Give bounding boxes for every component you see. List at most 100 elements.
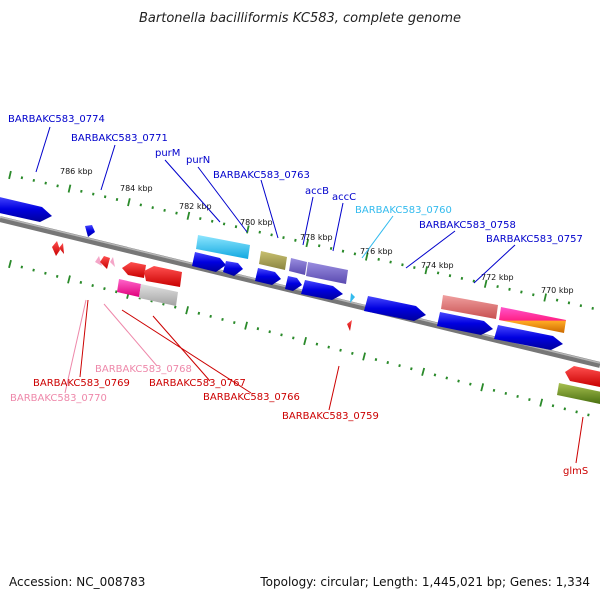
label-barbakc583_0769[interactable]: BARBAKC583_0769	[33, 378, 130, 389]
inner-tick	[268, 330, 271, 334]
leader-0760	[361, 215, 394, 259]
outer-tick	[305, 238, 310, 248]
label-barbakc583_0759[interactable]: BARBAKC583_0759	[282, 411, 379, 422]
inner-tick	[410, 367, 413, 371]
label-glms[interactable]: glmS	[563, 466, 588, 477]
kbp-label-770: 770 kbp	[541, 286, 574, 295]
gene-barbakc583_0763-b[interactable]	[255, 268, 281, 285]
gene-purm[interactable]	[192, 252, 226, 272]
gene-barbakc583_0770[interactable]	[95, 256, 102, 266]
label-purm[interactable]: purM	[155, 148, 180, 159]
leader-purn	[197, 166, 248, 233]
inner-tick	[339, 348, 342, 352]
gene-accc[interactable]	[306, 262, 348, 284]
outer-tick	[80, 189, 83, 193]
inner-tick	[185, 306, 189, 315]
outer-tick	[579, 304, 583, 308]
gene-barbakc583_0766-pink[interactable]	[117, 279, 141, 297]
gene-barbakc583_0766[interactable]	[139, 284, 178, 306]
label-barbakc583_0758[interactable]: BARBAKC583_0758	[419, 220, 516, 231]
label-barbakc583_0768[interactable]: BARBAKC583_0768	[95, 364, 192, 375]
outer-tick	[270, 233, 273, 237]
gene-labels: BARBAKC583_0774 BARBAKC583_0771 purM pur…	[8, 114, 588, 477]
gene-barbakc583_0774[interactable]	[0, 196, 52, 222]
label-purn[interactable]: purN	[186, 155, 210, 166]
gene-barbakc583_0759[interactable]	[347, 320, 352, 331]
outer-tick	[460, 276, 464, 280]
gene-accc-b[interactable]	[301, 280, 343, 300]
outer-tick	[175, 211, 178, 215]
gene-glms-green[interactable]	[557, 383, 600, 404]
gene-barbakc583_0767[interactable]	[122, 262, 146, 278]
label-barbakc583_0763[interactable]: BARBAKC583_0763	[213, 170, 310, 181]
label-barbakc583_0770[interactable]: BARBAKC583_0770	[10, 393, 107, 404]
kbp-label-772: 772 kbp	[481, 273, 514, 282]
inner-tick	[244, 321, 248, 330]
outer-tick	[139, 203, 143, 207]
leader-0758	[405, 230, 456, 269]
inner-tick	[20, 265, 24, 269]
outer-tick	[127, 198, 131, 207]
label-barbakc583_0774[interactable]: BARBAKC583_0774	[8, 114, 105, 125]
gene-accb[interactable]	[289, 258, 307, 275]
inner-tick	[492, 388, 496, 392]
label-leaders	[35, 126, 584, 464]
gene-barbakc583_0769[interactable]	[52, 241, 60, 256]
inner-tick	[445, 376, 449, 380]
label-barbakc583_0771[interactable]: BARBAKC583_0771	[71, 133, 168, 144]
gene-purn[interactable]	[223, 261, 243, 276]
gene-barbakc583_0757[interactable]	[499, 307, 566, 333]
outer-tick	[222, 222, 226, 226]
gene-barbakc583_0763[interactable]	[259, 251, 287, 270]
inner-tick	[114, 290, 118, 294]
inner-tick	[44, 271, 47, 275]
gene-accb-b[interactable]	[285, 276, 302, 291]
inner-tick	[516, 394, 519, 398]
genome-backbone	[0, 216, 600, 368]
label-barbakc583_0760[interactable]: BARBAKC583_0760	[355, 205, 452, 216]
outer-tick	[246, 225, 250, 234]
gene-barbakc583_0769-b[interactable]	[59, 243, 64, 254]
gene-barbakc583_0757-b[interactable]	[494, 325, 563, 350]
label-accc[interactable]: accC	[332, 192, 356, 203]
kbp-label-780: 780 kbp	[240, 218, 273, 227]
outer-tick	[413, 266, 416, 269]
outer-tick	[508, 287, 511, 291]
inner-tick	[386, 361, 390, 365]
leader-0771	[100, 144, 116, 191]
outer-tick	[483, 279, 488, 288]
forward-strand-features	[0, 196, 566, 350]
inner-tick	[539, 398, 544, 407]
outer-tick	[282, 236, 285, 240]
gene-barbakc583_0758[interactable]	[441, 295, 498, 319]
label-barbakc583_0766[interactable]: BARBAKC583_0766	[203, 392, 300, 403]
gene-purn-cyan[interactable]	[196, 235, 250, 259]
outer-tick	[32, 178, 36, 182]
gene-barbakc583_0758-b[interactable]	[437, 312, 493, 335]
outer-tick	[103, 195, 107, 199]
outer-tick	[496, 285, 499, 289]
inner-tick	[32, 268, 35, 272]
gene-barbakc583_0771[interactable]	[85, 225, 95, 237]
leader-0757	[473, 244, 516, 284]
gene-barbakc583_0760[interactable]	[350, 293, 355, 303]
outer-tick	[317, 244, 321, 248]
inner-tick	[303, 336, 307, 346]
gene-barbakc583_0768-b[interactable]	[110, 257, 115, 267]
gene-barbakc583_0758-region[interactable]	[364, 296, 426, 321]
label-barbakc583_0767[interactable]: BARBAKC583_0767	[149, 378, 246, 389]
kbp-label-776: 776 kbp	[360, 247, 393, 256]
label-accb[interactable]: accB	[305, 186, 329, 197]
inner-tick	[421, 367, 426, 376]
inner-tick	[209, 314, 212, 318]
label-barbakc583_0757[interactable]: BARBAKC583_0757	[486, 234, 583, 245]
gene-glms[interactable]	[565, 366, 600, 387]
inner-tick	[67, 275, 71, 284]
leader-glms	[575, 416, 584, 464]
gene-barbakc583_0767-b[interactable]	[144, 266, 182, 287]
gene-barbakc583_0768[interactable]	[100, 256, 110, 269]
outer-tick	[532, 293, 535, 297]
outer-tick	[424, 266, 428, 275]
inner-tick	[374, 358, 378, 362]
